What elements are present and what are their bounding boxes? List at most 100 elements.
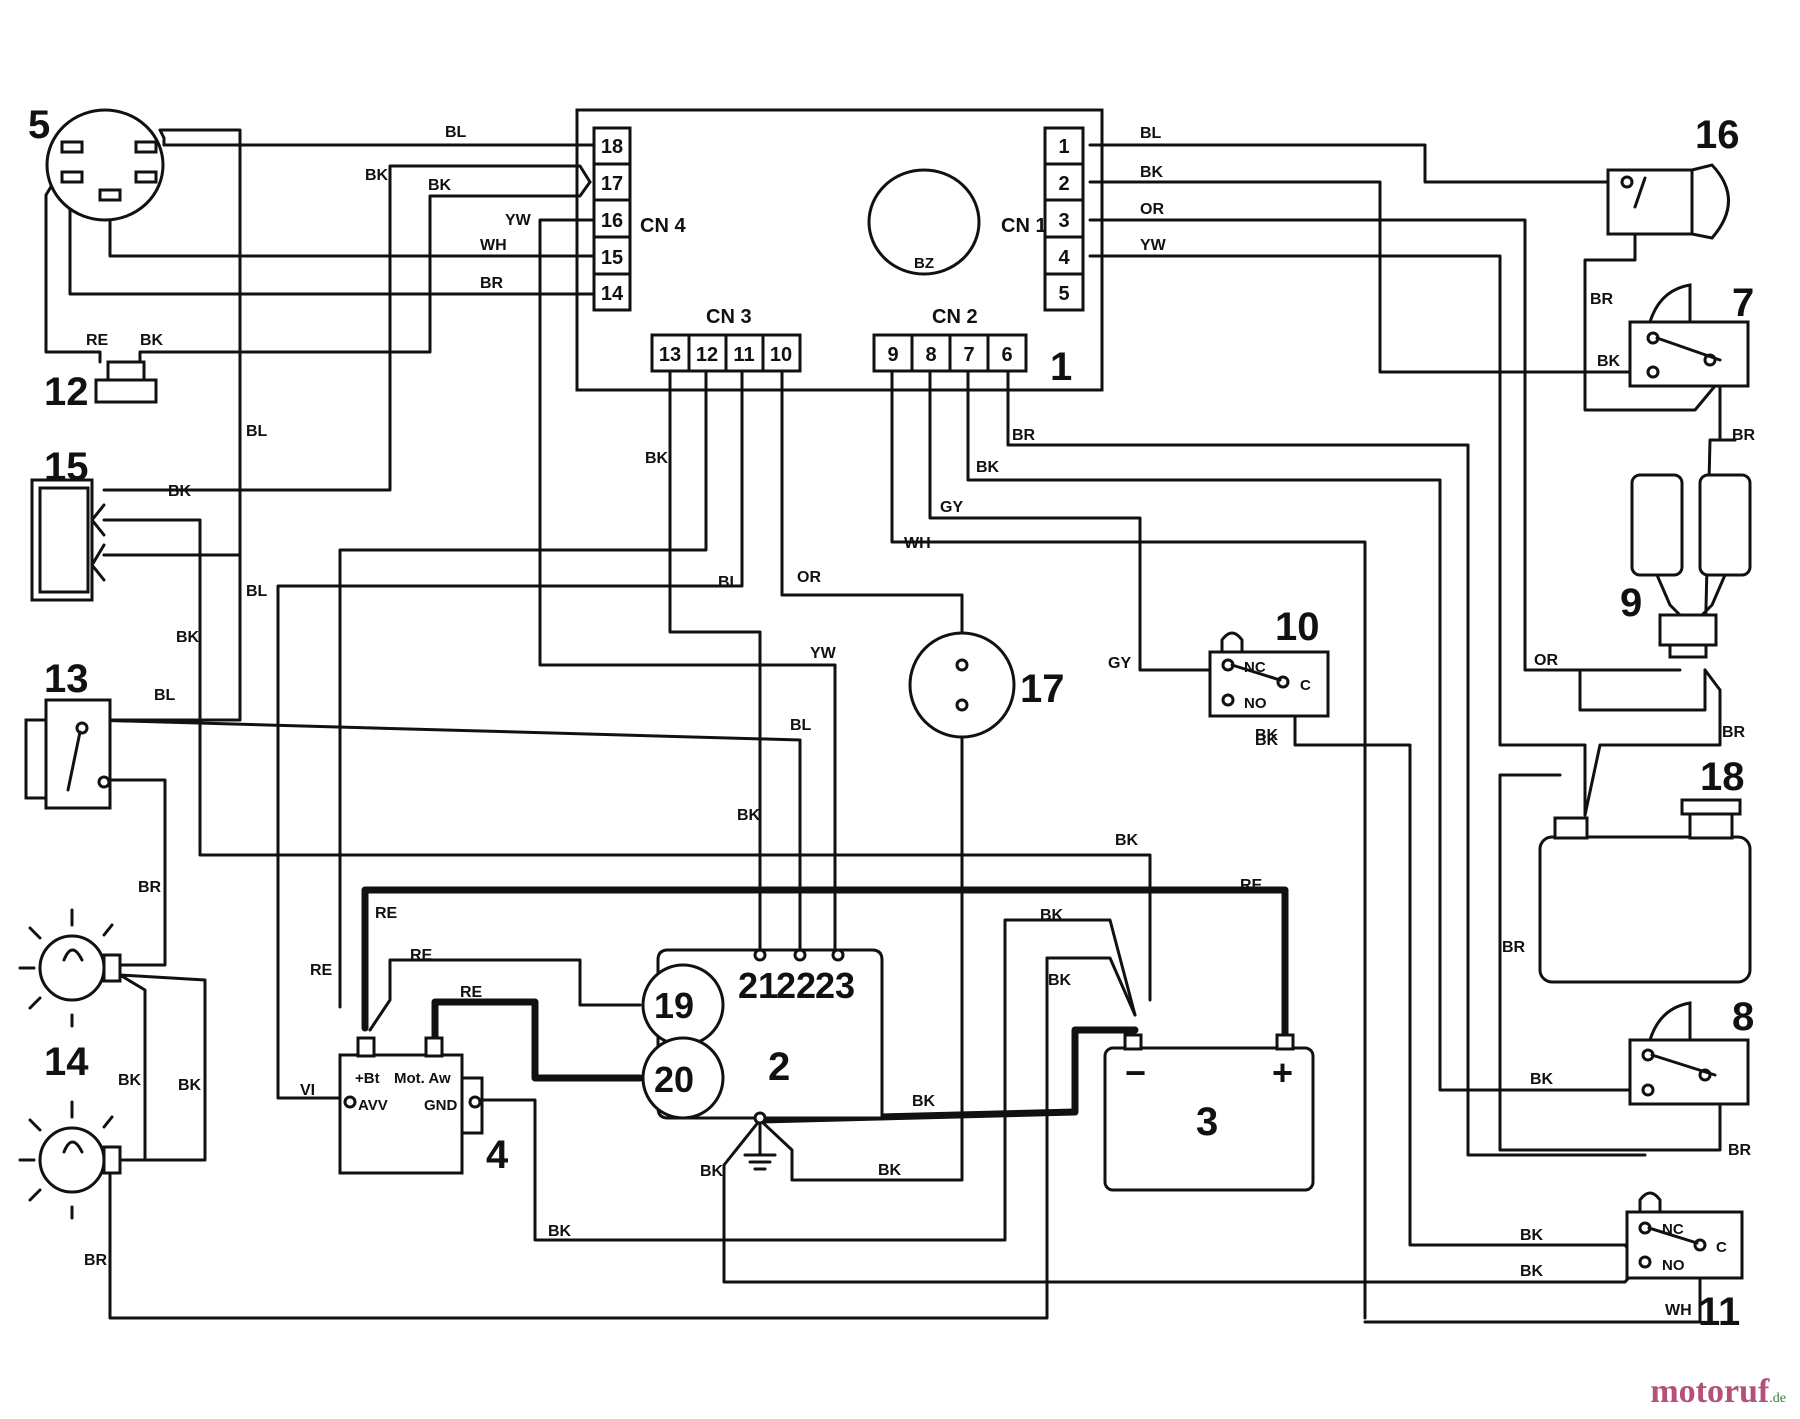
wire-17-to-12 <box>138 180 592 364</box>
cn2-connector: 9 8 7 6 CN 2 <box>872 306 1028 373</box>
wire-4-gnd <box>475 918 1137 1242</box>
wire-label: WH <box>480 237 507 254</box>
module4-label: +Bt <box>355 1070 380 1087</box>
cn1-label: CN 1 <box>1001 215 1047 237</box>
wire-9-br <box>1583 668 1722 817</box>
lamp-14-upper <box>18 908 122 1028</box>
wire-14-bk-a <box>118 963 207 1162</box>
wire-7-br <box>1703 438 1737 652</box>
wire-label: BL <box>718 574 740 591</box>
wire-label: BR <box>84 1252 108 1269</box>
cn1-pin: 1 <box>1058 136 1069 158</box>
thick-wires <box>361 886 1289 1124</box>
control-unit-box <box>575 108 1104 392</box>
wire-label: VI <box>300 1082 315 1099</box>
wire-label: BK <box>700 1163 724 1180</box>
component-number: 14 <box>44 1040 89 1084</box>
cn1-connector: 1 2 3 4 5 CN 1 <box>1001 126 1085 312</box>
wire-label: BK <box>118 1072 142 1089</box>
wire-label: RE <box>310 962 333 979</box>
wire-label: BK <box>1597 353 1621 370</box>
wire-15-bk <box>102 518 1152 1002</box>
component-number: 4 <box>486 1133 509 1177</box>
cn2-pin: 7 <box>963 344 974 366</box>
wire-label: BK <box>178 1077 202 1094</box>
wire-label: BK <box>976 459 1000 476</box>
wire-1-bl <box>1088 143 1629 184</box>
wire-label: BK <box>140 332 164 349</box>
buzzer-circle <box>867 168 981 276</box>
module4-label: AVV <box>358 1097 388 1114</box>
wire-label: BK <box>1530 1071 1554 1088</box>
wire-label: BR <box>138 879 162 896</box>
micro-switch-11: NC C NO <box>1625 1191 1744 1280</box>
wire-8-gy <box>928 368 1237 672</box>
wire-label: BR <box>1590 291 1614 308</box>
wire-label: BK <box>1255 732 1279 749</box>
cn3-pin: 11 <box>733 344 754 366</box>
wire-9-wh <box>890 368 1367 1320</box>
module4-label: Mot. Aw <box>394 1070 451 1087</box>
wire-label: BK <box>168 483 192 500</box>
cn4-pin: 14 <box>601 283 624 305</box>
wire-16-br <box>1583 205 1737 442</box>
component-number: 16 <box>1695 113 1740 157</box>
component-number: 15 <box>44 445 89 489</box>
component-number: 13 <box>44 657 89 701</box>
contact-label: C <box>1716 1239 1727 1256</box>
lamp-14-lower <box>18 1100 122 1220</box>
motor-pole: 20 <box>654 1059 694 1100</box>
motor-pole: 19 <box>654 985 694 1026</box>
wire-5-re <box>44 173 102 364</box>
wire-labels: BL BK BK YW WH BR RE BK BL BK BL BK BL B… <box>84 124 1756 1319</box>
wire-label: BL <box>1140 125 1162 142</box>
cn4-pin: 18 <box>601 136 623 158</box>
wire-label: BR <box>1012 427 1036 444</box>
watermark-logo: motoruf.de <box>1650 1373 1786 1411</box>
component-number: 7 <box>1732 281 1754 325</box>
component-12 <box>94 360 158 404</box>
cn3-pin: 12 <box>696 344 718 366</box>
cn1-pin: 4 <box>1058 247 1070 269</box>
cn1-pin: 2 <box>1058 173 1069 195</box>
wire-label: BK <box>1255 727 1279 744</box>
wire-label: BK <box>737 807 761 824</box>
micro-switch-10: NC C NO <box>1208 631 1330 718</box>
wire-bk-to-minus <box>1045 956 1137 1017</box>
cn4-connector: 18 17 16 15 14 CN 4 <box>592 126 686 312</box>
wire-label: WH <box>904 535 931 552</box>
thick-bk-ground <box>756 1026 1139 1124</box>
cn2-pin: 8 <box>925 344 936 366</box>
wire-label: WH <box>1665 1302 1692 1319</box>
wire-label: BL <box>246 423 268 440</box>
wire-label: BL <box>154 687 176 704</box>
battery-3: − + <box>1103 1033 1315 1192</box>
component-number: 9 <box>1620 581 1642 625</box>
component-number: 8 <box>1732 995 1754 1039</box>
component-number: 2 <box>768 1045 790 1089</box>
wire-label: BK <box>1040 907 1064 924</box>
battery-plus: + <box>1272 1052 1293 1093</box>
wire-label: BK <box>1115 832 1139 849</box>
motor-terminal: 22 <box>776 965 816 1006</box>
wire-12-re <box>338 368 708 1009</box>
thick-re-20 <box>431 998 644 1082</box>
wire-label: OR <box>1534 652 1558 669</box>
module4-label: GND <box>424 1097 458 1114</box>
cn1-pin: 3 <box>1058 210 1069 232</box>
wire-2-bk <box>1088 180 1657 374</box>
cn4-label: CN 4 <box>640 215 686 237</box>
wire-label: BK <box>1520 1263 1544 1280</box>
watermark-text: motoruf <box>1650 1373 1770 1410</box>
contact-label: NO <box>1244 695 1267 712</box>
component-17 <box>908 631 1016 739</box>
component-number: 1 <box>1050 345 1072 389</box>
ignition-switch <box>45 108 165 222</box>
wire-label: BR <box>480 275 504 292</box>
component-15 <box>30 478 106 602</box>
wire-label: GY <box>940 499 963 516</box>
component-number: 10 <box>1275 605 1320 649</box>
wire-17-to-15 <box>102 164 592 492</box>
wires <box>44 128 1737 1324</box>
